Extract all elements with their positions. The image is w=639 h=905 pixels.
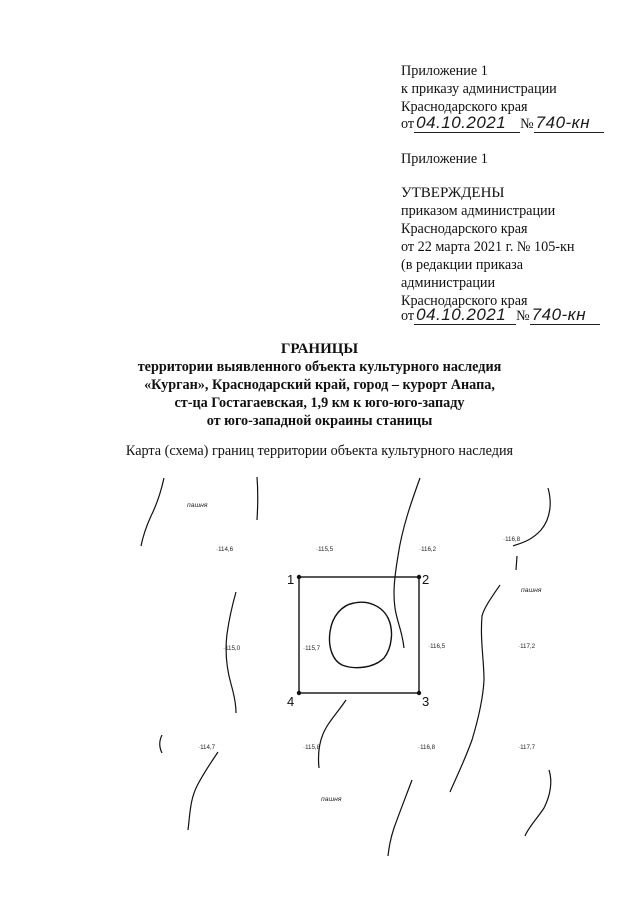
boundary-polygon	[298, 576, 420, 694]
elevation-mark: ·116,5	[428, 643, 446, 650]
handwritten-number: 740-кн	[529, 306, 600, 325]
corner-label: 4	[287, 694, 294, 709]
approved-line-5: администрации	[401, 275, 496, 291]
field-label: пашня	[187, 502, 208, 509]
heading-line-3: ст-ца Гостагаевская, 1,9 км к юго-юго-за…	[174, 395, 465, 411]
approved-line-6: Краснодарского края	[401, 293, 528, 309]
contour-line	[512, 487, 551, 547]
from-prefix: от	[401, 116, 415, 132]
corner-point	[416, 574, 422, 580]
elevation-mark: ·115,7	[303, 645, 321, 652]
contour-line	[140, 477, 165, 547]
contour-line	[187, 751, 219, 831]
contour-line	[449, 584, 501, 793]
heading-line-2: «Курган», Краснодарский край, город – ку…	[144, 377, 495, 393]
elevation-mark: ·115,0	[223, 645, 241, 652]
number-prefix: №	[516, 308, 530, 324]
map-caption: Карта (схема) границ территории объекта …	[125, 443, 514, 459]
corner-point	[416, 690, 422, 696]
field-label: пашня	[521, 587, 542, 594]
appendix-1-label: Приложение 1	[401, 151, 488, 167]
elevation-mark: ·116,8	[503, 536, 521, 543]
corner-point	[296, 690, 302, 696]
number-prefix: №	[520, 116, 534, 132]
contour-line	[515, 555, 518, 571]
elevation-mark: ·115,8	[303, 744, 321, 751]
contour-line	[524, 769, 552, 837]
approved-line-2: Краснодарского края	[401, 221, 528, 237]
heading-line-1: территории выявленного объекта культурно…	[137, 359, 502, 375]
handwritten-number: 740-кн	[533, 114, 604, 133]
elevation-mark: ·116,8	[418, 744, 436, 751]
elevation-mark: ·117,2	[518, 643, 536, 650]
approved-title: УТВЕРЖДЕНЫ	[401, 185, 505, 201]
elevation-mark: ·114,6	[216, 546, 234, 553]
elevation-mark: ·114,7	[198, 744, 216, 751]
contour-line	[387, 779, 413, 857]
appendix-line-2: к приказу администрации	[401, 81, 557, 97]
heading-line-4: от юго-западной окраины станицы	[206, 413, 433, 429]
mound-outline	[328, 601, 393, 669]
approved-line-3: от 22 марта 2021 г. № 105-кн	[401, 239, 575, 255]
elevation-mark: ·116,2	[419, 546, 437, 553]
corner-points	[296, 574, 422, 696]
heading-title: ГРАНИЦЫ	[280, 341, 359, 357]
contour-line	[317, 699, 347, 769]
corner-point	[296, 574, 302, 580]
corner-label: 3	[422, 694, 429, 709]
approved-line-1: приказом администрации	[401, 203, 556, 219]
handwritten-date: 04.10.2021	[414, 114, 521, 133]
contour-line	[225, 591, 237, 714]
from-prefix: от	[401, 308, 415, 324]
contour-line	[159, 734, 163, 754]
elevation-mark: ·115,5	[316, 546, 334, 553]
appendix-line-1: Приложение 1	[401, 63, 488, 79]
handwritten-date: 04.10.2021	[414, 306, 517, 325]
field-label: пашня	[321, 796, 342, 803]
elevation-mark: ·117,7	[518, 744, 536, 751]
corner-label: 2	[422, 572, 429, 587]
contour-line	[393, 477, 421, 649]
contour-line	[256, 476, 259, 521]
appendix-line-3: Краснодарского края	[401, 99, 528, 115]
corner-label: 1	[287, 572, 294, 587]
approved-line-4: (в редакции приказа	[401, 257, 524, 273]
